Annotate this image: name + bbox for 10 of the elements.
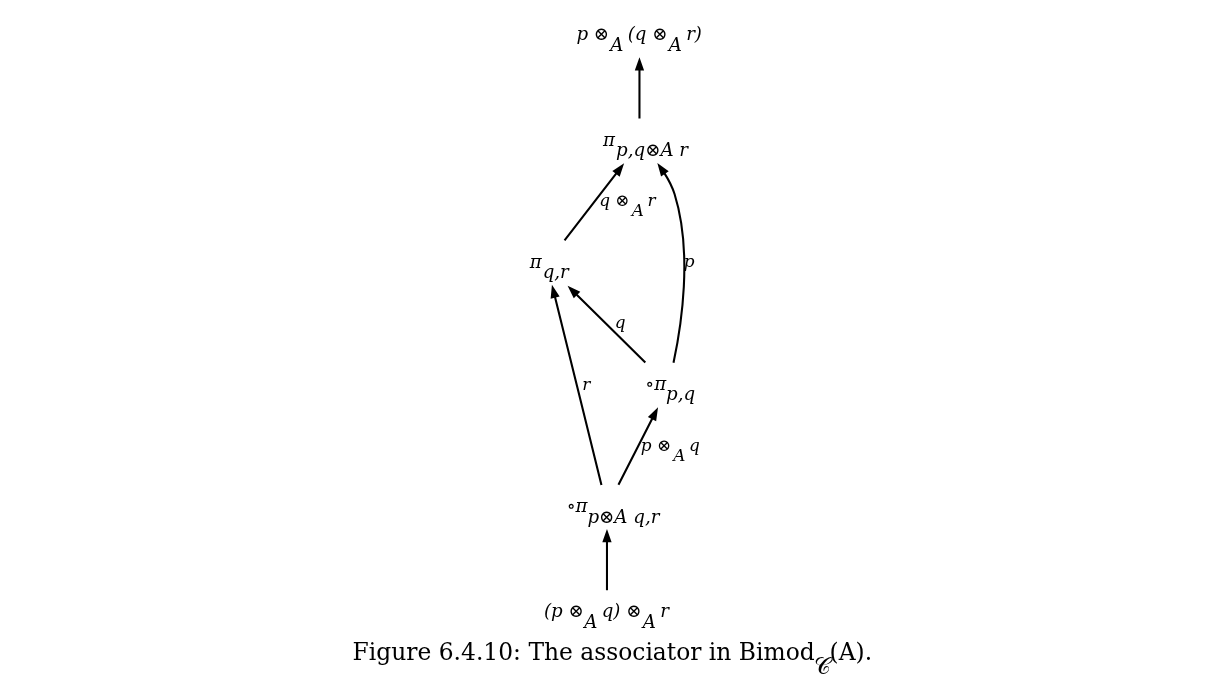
arrow xyxy=(567,285,647,364)
arrow xyxy=(602,528,612,591)
arrow xyxy=(657,162,686,363)
edge-label: r xyxy=(582,373,591,394)
edge-label: q xyxy=(614,312,626,333)
arrow xyxy=(617,407,659,486)
edge-label: p xyxy=(683,251,695,272)
arrow xyxy=(550,284,603,486)
arrow xyxy=(563,163,625,242)
arrow xyxy=(634,57,645,119)
